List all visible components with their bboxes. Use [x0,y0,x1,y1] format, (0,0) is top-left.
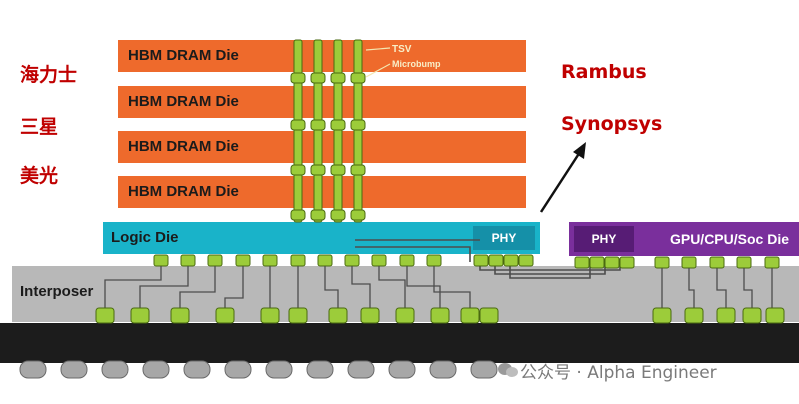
solder-balls [19,360,498,379]
die-label: HBM DRAM Die [128,138,239,155]
soc-bumps [574,256,780,269]
tsv-column [313,39,323,223]
die-label: HBM DRAM Die [128,183,239,200]
tsv-column [333,39,343,223]
tsv-column [293,39,303,223]
logic-die: Logic Die [103,222,540,254]
arrow-head [573,142,586,159]
interposer-routing [104,266,773,308]
logic-bumps [153,254,534,267]
interposer-label: Interposer [20,283,94,300]
tsv-column [353,39,363,223]
vendor-synopsys: Synopsys [561,113,663,135]
tsv-columns [293,39,363,223]
package-substrate [0,323,799,363]
wechat-icon [498,363,518,377]
microbumps [290,72,366,221]
tsv-callout: TSV [392,44,412,55]
vendor-hynix: 海力士 [20,64,78,86]
vendor-rambus: Rambus [561,61,647,83]
logic-die-label: Logic Die [111,229,179,246]
vendor-samsung: 三星 [20,116,59,138]
die-label: HBM DRAM Die [128,93,239,110]
vendor-micron: 美光 [20,165,59,187]
logic-phy: PHY [473,226,535,250]
die-label: HBM DRAM Die [128,47,239,64]
microbump-callout: Microbump [392,59,441,69]
c4-bumps [95,307,785,324]
soc-die-label: GPU/CPU/Soc Die [669,231,789,247]
watermark: 公众号 · Alpha Engineer [520,363,717,383]
soc-phy: PHY [574,226,634,252]
